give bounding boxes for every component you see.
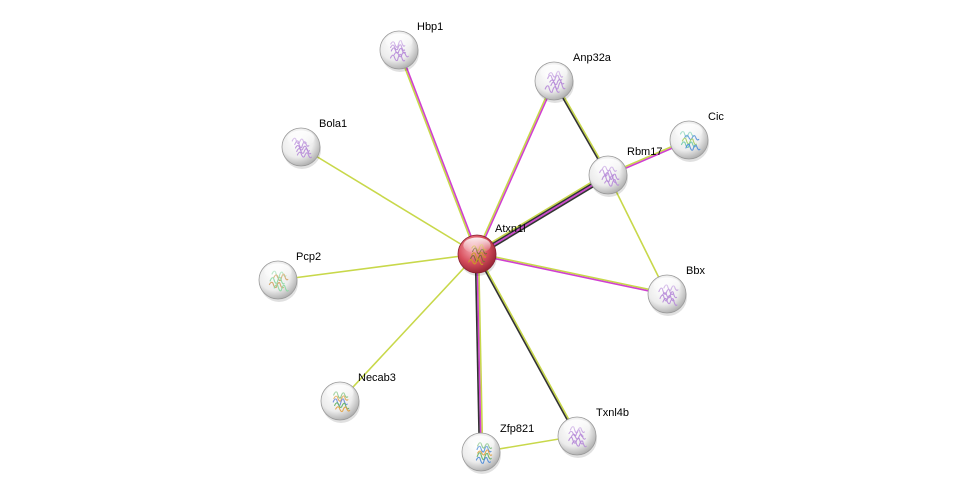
node-gloss [467, 435, 495, 452]
node-gloss [326, 384, 354, 401]
edge-evidence-textmining [477, 253, 579, 436]
edge-evidence-textmining [300, 146, 478, 255]
node-zfp821[interactable]: Zfp821 [461, 423, 534, 474]
node-label-bola1: Bola1 [319, 118, 347, 130]
edge-evidence-textmining [339, 253, 478, 402]
node-gloss [540, 64, 568, 81]
edge-atxn1l-bola1[interactable] [300, 146, 478, 255]
node-label-bbx: Bbx [686, 265, 705, 277]
node-gloss [675, 123, 703, 140]
node-gloss [463, 237, 491, 254]
edge-atxn1l-hbp1[interactable] [397, 49, 479, 255]
node-necab3[interactable]: Necab3 [320, 372, 396, 423]
edge-evidence-experiments [477, 175, 609, 256]
edge-evidence-textmining [397, 49, 477, 255]
edge-evidence-experiments [476, 80, 556, 255]
node-cic[interactable]: Cic [669, 111, 724, 162]
edge-rbm17-bbx[interactable] [607, 174, 668, 295]
edge-atxn1l-pcp2[interactable] [277, 253, 478, 281]
node-gloss [264, 263, 292, 280]
edge-evidence-coexpression [474, 254, 481, 453]
node-gloss [385, 33, 413, 50]
node-bbx[interactable]: Bbx [647, 265, 705, 316]
node-gloss [594, 158, 622, 175]
edge-atxn1l-rbm17[interactable] [475, 172, 610, 257]
node-label-necab3: Necab3 [358, 372, 396, 384]
node-label-txnl4b: Txnl4b [596, 407, 629, 419]
node-label-rbm17: Rbm17 [627, 146, 662, 158]
edge-evidence-textmining [475, 80, 554, 255]
node-bola1[interactable]: Bola1 [281, 118, 347, 169]
node-label-anp32a: Anp32a [573, 52, 612, 64]
edge-evidence-experiments [476, 253, 482, 453]
edge-evidence-textmining [477, 253, 484, 452]
node-atxn1l[interactable]: Atxn1l [457, 223, 526, 276]
edge-evidence-coexpression [475, 253, 578, 437]
node-rbm17[interactable]: Rbm17 [588, 146, 662, 197]
edge-atxn1l-bbx[interactable] [476, 252, 668, 296]
node-pcp2[interactable]: Pcp2 [258, 251, 321, 302]
edge-atxn1l-zfp821[interactable] [474, 253, 484, 453]
node-label-pcp2: Pcp2 [296, 251, 321, 263]
edges-layer [277, 49, 690, 453]
edge-evidence-experiments [476, 253, 668, 296]
node-gloss [653, 277, 681, 294]
node-label-zfp821: Zfp821 [500, 423, 534, 435]
edge-evidence-coexpression [476, 173, 608, 254]
edge-atxn1l-anp32a[interactable] [475, 80, 556, 255]
edge-evidence-textmining [277, 253, 478, 281]
edge-atxn1l-txnl4b[interactable] [475, 253, 579, 437]
node-gloss [563, 419, 591, 436]
node-label-cic: Cic [708, 111, 724, 123]
edge-evidence-experiments [399, 49, 479, 255]
node-label-hbp1: Hbp1 [417, 21, 443, 33]
edge-evidence-textmining [475, 172, 608, 253]
node-label-atxn1l: Atxn1l [495, 223, 526, 235]
edge-atxn1l-necab3[interactable] [339, 253, 478, 402]
node-hbp1[interactable]: Hbp1 [379, 21, 443, 72]
node-gloss [287, 130, 315, 147]
node-anp32a[interactable]: Anp32a [534, 52, 612, 103]
edge-evidence-textmining [476, 252, 668, 295]
edge-evidence-coexpression [477, 176, 610, 257]
edge-evidence-textmining [607, 174, 668, 295]
node-txnl4b[interactable]: Txnl4b [557, 407, 629, 458]
